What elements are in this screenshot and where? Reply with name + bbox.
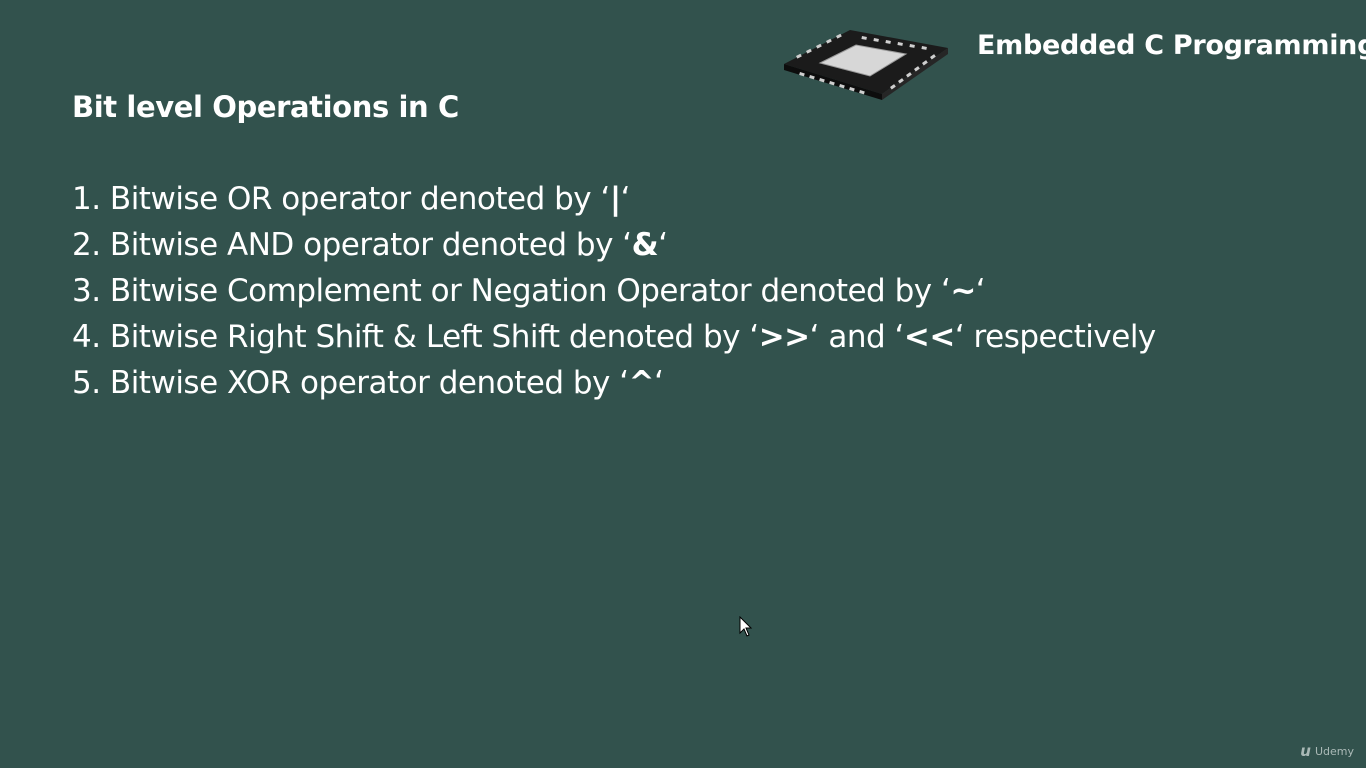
list-item-shift: 4. Bitwise Right Shift & Left Shift deno…	[72, 314, 1156, 360]
list-item-xor: 5. Bitwise XOR operator denoted by ‘^‘	[72, 360, 1156, 406]
item-text: ‘	[658, 227, 668, 263]
item-text: 1. Bitwise OR operator denoted by ‘	[72, 181, 610, 217]
operator-symbol: &	[631, 227, 659, 263]
operator-list: 1. Bitwise OR operator denoted by ‘|‘ 2.…	[72, 176, 1156, 406]
item-text: ‘	[620, 181, 631, 217]
slide-title: Bit level Operations in C	[72, 90, 459, 124]
item-text: 5. Bitwise XOR operator denoted by ‘	[72, 365, 629, 401]
item-text: ‘	[975, 273, 986, 309]
operator-symbol: ~	[950, 273, 976, 309]
mouse-cursor-icon	[739, 616, 753, 637]
item-text: ‘	[654, 365, 664, 401]
microchip-icon	[784, 30, 948, 100]
item-text: 3. Bitwise Complement or Negation Operat…	[72, 273, 951, 309]
udemy-watermark: u Udemy	[1300, 742, 1354, 760]
operator-symbol: <<	[903, 319, 955, 355]
operator-symbol: ^	[628, 365, 655, 401]
operator-symbol: >>	[758, 319, 810, 355]
item-text: 2. Bitwise AND operator denoted by ‘	[72, 227, 632, 263]
item-text: ‘ and ‘	[809, 319, 905, 355]
list-item-or: 1. Bitwise OR operator denoted by ‘|‘	[72, 176, 1156, 222]
udemy-label: Udemy	[1314, 744, 1354, 758]
item-text: 4. Bitwise Right Shift & Left Shift deno…	[72, 319, 759, 355]
operator-symbol: |	[609, 181, 621, 217]
udemy-logo-icon: u	[1300, 742, 1311, 760]
list-item-and: 2. Bitwise AND operator denoted by ‘&‘	[72, 222, 1156, 268]
list-item-complement: 3. Bitwise Complement or Negation Operat…	[72, 268, 1156, 314]
brand-title: Embedded C Programming	[977, 30, 1366, 61]
item-text: ‘ respectively	[954, 319, 1156, 355]
